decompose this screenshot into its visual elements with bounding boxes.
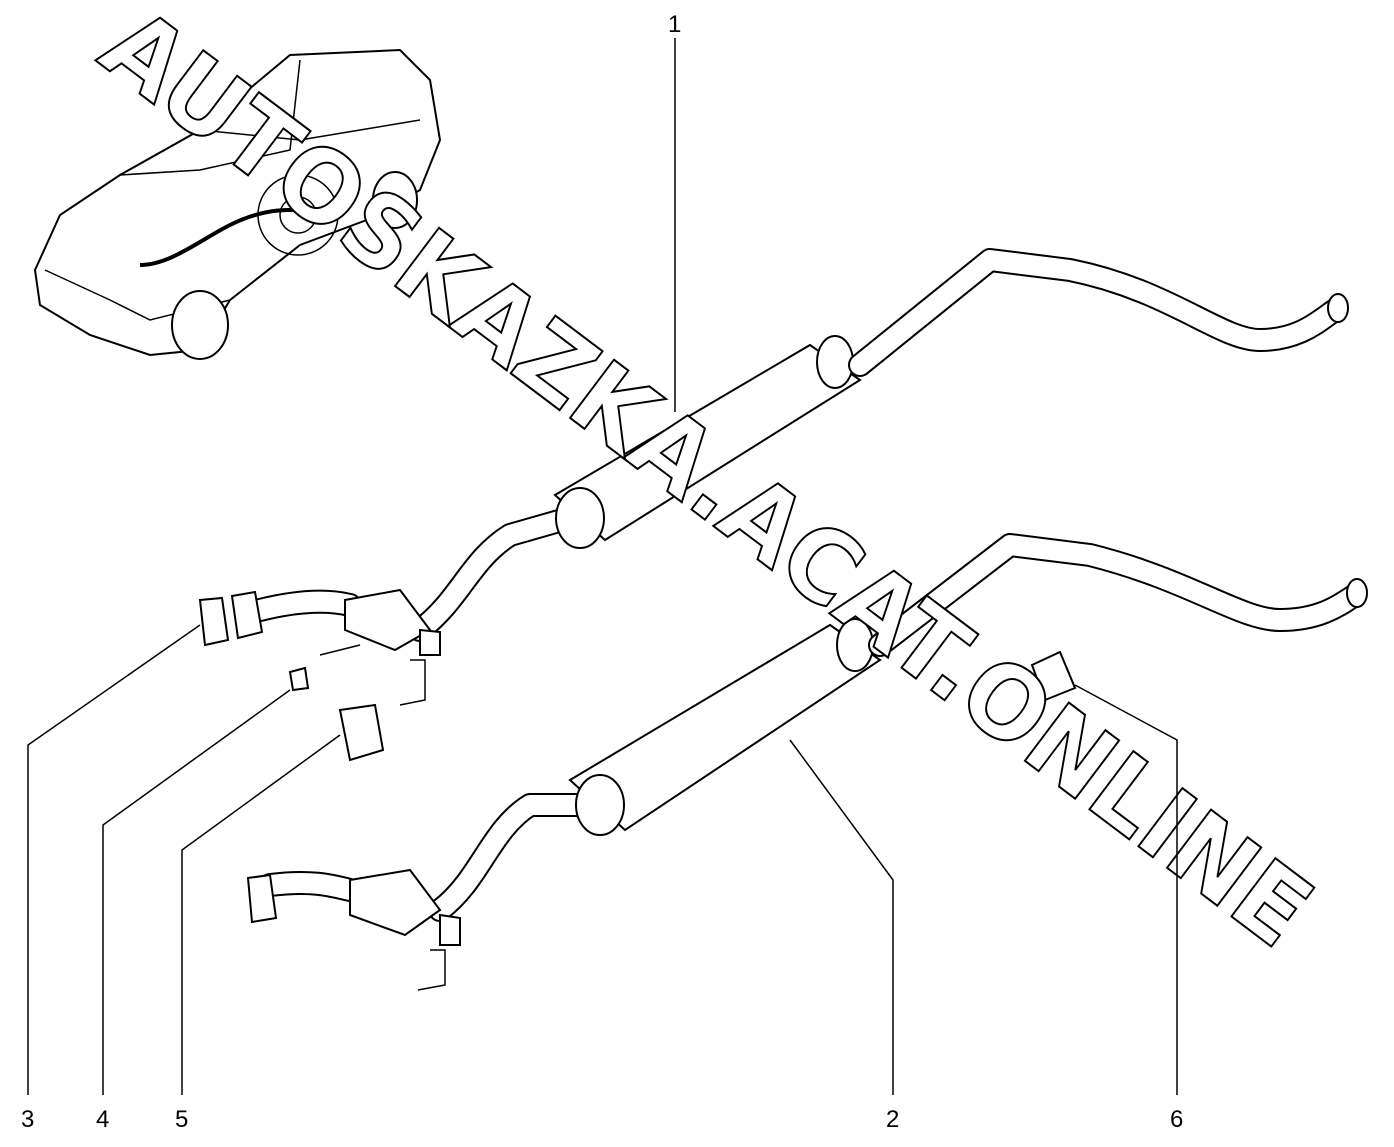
exhaust-assembly-lower <box>246 533 1368 991</box>
leader-lines <box>27 38 1178 1095</box>
car-thumbnail <box>33 48 442 360</box>
exhaust-assembly-upper <box>198 248 1349 762</box>
watermark: AUTOSKAZKA.ACAT.ONLINE <box>81 0 1333 970</box>
callout-2: 2 <box>886 1106 899 1133</box>
callout-1: 1 <box>668 11 681 38</box>
callout-6: 6 <box>1170 1106 1183 1133</box>
callout-4: 4 <box>96 1106 109 1133</box>
callout-3: 3 <box>21 1106 34 1133</box>
callout-5: 5 <box>175 1106 188 1133</box>
